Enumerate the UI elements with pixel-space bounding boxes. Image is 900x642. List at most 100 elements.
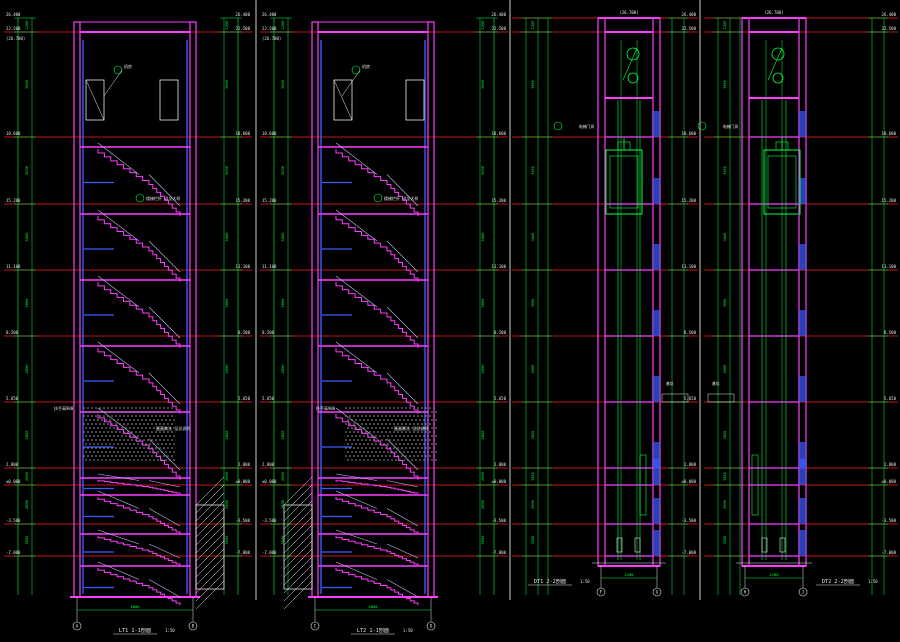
stipple-dot <box>359 411 361 413</box>
stipple-dot <box>421 407 423 409</box>
handrail <box>97 561 140 580</box>
stipple-dot <box>423 451 425 453</box>
stipple-dot <box>107 431 109 433</box>
stipple-dot <box>419 411 421 413</box>
stipple-dot <box>421 439 423 441</box>
door-opening <box>799 310 806 336</box>
stipple-dot <box>101 411 103 413</box>
stipple-dot <box>137 451 139 453</box>
stipple-dot <box>143 439 145 441</box>
handrail <box>335 341 378 374</box>
level-label: 8.500 <box>262 330 275 335</box>
stipple-dot <box>153 419 155 421</box>
axis-bubble <box>188 621 198 631</box>
stipple-dot <box>87 407 89 409</box>
stipple-dot <box>103 407 105 409</box>
hatch-line <box>283 516 313 546</box>
stipple-dot <box>407 435 409 437</box>
level-label: 5.650 <box>494 396 507 401</box>
stipple-dot <box>129 459 131 461</box>
stipple-dot <box>345 407 347 409</box>
stipple-dot <box>85 443 87 445</box>
handrail <box>97 407 140 440</box>
stipple-dot <box>163 455 165 457</box>
level-label-alt: (26.700) <box>619 10 638 15</box>
stipple-dot <box>131 439 133 441</box>
stipple-dot <box>349 439 351 441</box>
detail-bubble <box>113 65 123 75</box>
wall-right <box>189 21 197 598</box>
stipple-dot <box>93 443 95 445</box>
stipple-dot <box>149 443 151 445</box>
stipple-dot <box>379 435 381 437</box>
stipple-dot <box>365 415 367 417</box>
stipple-dot <box>419 419 421 421</box>
stipple-dot <box>145 459 147 461</box>
stipple-dot <box>127 439 129 441</box>
door-opening <box>799 530 806 556</box>
stipple-dot <box>117 411 119 413</box>
stipple-dot <box>117 443 119 445</box>
stipple-dot <box>435 411 437 413</box>
floor-dimension: 3400 <box>723 233 727 242</box>
stipple-dot <box>91 431 93 433</box>
detail-bubble <box>135 193 145 203</box>
handrail <box>148 372 181 405</box>
stipple-dot <box>103 415 105 417</box>
handrail <box>335 529 378 545</box>
stipple-dot <box>105 435 107 437</box>
handrail <box>148 508 181 527</box>
stipple-dot <box>117 451 119 453</box>
note-label: 基坑 <box>712 381 720 386</box>
handrail <box>148 174 181 207</box>
stipple-dot <box>127 423 129 425</box>
level-label: 18.600 <box>492 131 507 136</box>
stipple-dot <box>157 459 159 461</box>
stipple-dot <box>105 459 107 461</box>
stipple-dot <box>411 427 413 429</box>
stair-flight <box>148 379 181 414</box>
stipple-dot <box>393 455 395 457</box>
stipple-dot <box>393 407 395 409</box>
axis-bubble <box>426 621 436 631</box>
stipple-dot <box>155 407 157 409</box>
stipple-dot <box>345 447 347 449</box>
stipple-dot <box>355 451 357 453</box>
note-label: 扶手高900 <box>54 405 74 411</box>
level-label: 8.500 <box>494 330 507 335</box>
stipple-dot <box>159 431 161 433</box>
stair-flight <box>335 149 388 185</box>
stipple-dot <box>141 427 143 429</box>
hatch-line <box>283 540 313 570</box>
stair-flight <box>335 282 388 317</box>
stipple-dot <box>83 431 85 433</box>
stipple-dot <box>407 427 409 429</box>
stipple-dot <box>385 423 387 425</box>
floor-dimension: 2800 <box>531 500 535 509</box>
axis-bubble <box>798 587 808 597</box>
handrail <box>97 142 140 175</box>
stipple-dot <box>99 447 101 449</box>
stipple-dot <box>137 427 139 429</box>
floor-dimension: 2800 <box>723 500 727 509</box>
stair-flight <box>148 180 181 216</box>
stipple-dot <box>371 443 373 445</box>
stipple-dot <box>163 431 165 433</box>
floor-dimension: 3600 <box>24 298 29 308</box>
stipple-dot <box>377 407 379 409</box>
width-dimension: 2200 <box>769 572 779 577</box>
axis-label: F <box>600 590 603 595</box>
stipple-dot <box>419 435 421 437</box>
floor-dimension: 3900 <box>531 166 535 175</box>
axis-label: J <box>802 590 804 595</box>
stipple-dot <box>137 419 139 421</box>
stipple-dot <box>417 439 419 441</box>
stipple-dot <box>427 427 429 429</box>
stipple-dot <box>99 415 101 417</box>
stipple-dot <box>351 443 353 445</box>
stipple-dot <box>431 451 433 453</box>
stipple-dot <box>391 459 393 461</box>
level-label: 8.500 <box>684 330 697 335</box>
level-label: 5.650 <box>684 396 697 401</box>
stipple-dot <box>111 455 113 457</box>
